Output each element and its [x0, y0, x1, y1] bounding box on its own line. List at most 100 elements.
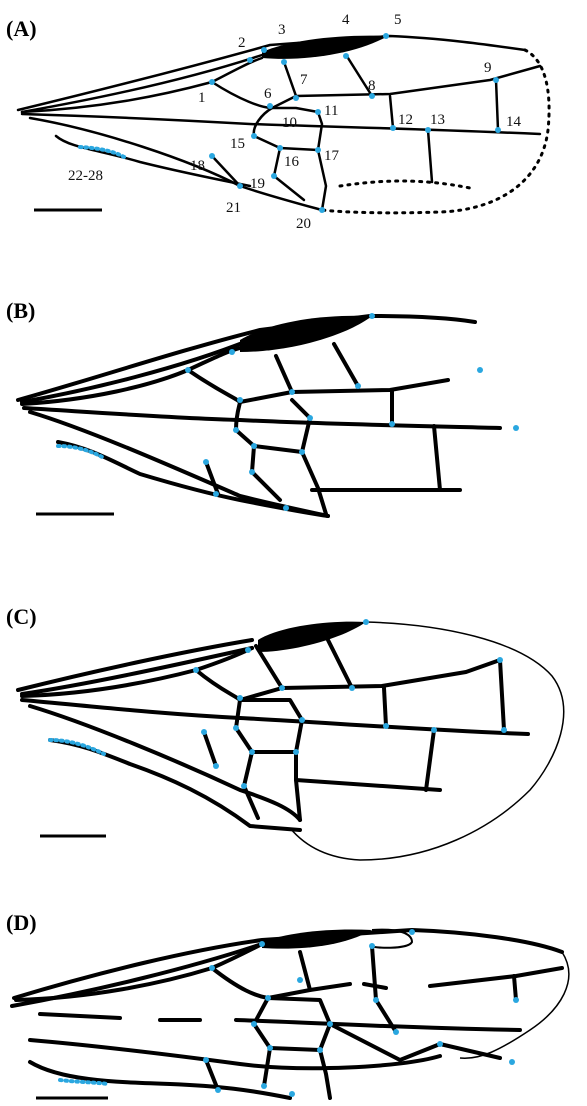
landmark-dot — [209, 153, 215, 159]
landmark-label-2: 2 — [238, 35, 246, 51]
landmark-dot — [209, 965, 215, 971]
crossvein — [188, 370, 240, 402]
crossvein-7 — [284, 62, 296, 96]
landmark-dot — [293, 749, 299, 755]
landmark-dot — [233, 725, 239, 731]
landmark-dot — [409, 929, 415, 935]
landmark-dot — [289, 389, 295, 395]
landmark-dot — [215, 1087, 221, 1093]
crossvein — [426, 730, 434, 790]
crossvein — [500, 660, 504, 730]
landmark-label-9: 9 — [484, 60, 492, 76]
cubital-vein — [30, 412, 328, 516]
landmark-dot — [281, 59, 287, 65]
median-vein — [236, 1020, 520, 1030]
subcostal-vein — [22, 340, 250, 402]
landmark-dot — [261, 1083, 267, 1089]
landmark-dot — [369, 313, 375, 319]
landmark-dot — [319, 207, 325, 213]
landmark-dot — [259, 941, 265, 947]
landmark-label-19: 19 — [250, 176, 265, 192]
landmark-dot — [237, 183, 243, 189]
landmark-dot — [229, 349, 235, 355]
landmark-label-20: 20 — [296, 216, 311, 232]
landmark-dot — [267, 1045, 273, 1051]
crossvein — [256, 646, 282, 688]
crossvein-19 — [274, 176, 304, 200]
crossvein — [300, 952, 310, 990]
landmark-dot — [477, 367, 483, 373]
landmark-dot — [493, 77, 499, 83]
landmark-dot — [299, 449, 305, 455]
landmark-dot — [249, 749, 255, 755]
landmark-label-3: 3 — [278, 22, 286, 38]
crossvein — [212, 968, 268, 998]
crossvein — [334, 344, 358, 386]
landmark-label-12: 12 — [398, 112, 413, 128]
landmark-dot — [327, 1021, 333, 1027]
landmark-dot — [233, 427, 239, 433]
landmark-label-8: 8 — [368, 78, 376, 94]
landmark-dot — [390, 125, 396, 131]
crossvein-12 — [390, 96, 393, 128]
landmark-label-6: 6 — [264, 86, 272, 102]
landmark-label-11: 11 — [324, 103, 338, 119]
anal-vein — [30, 1062, 290, 1098]
cubital-vein — [30, 1040, 440, 1068]
landmark-dot — [383, 33, 389, 39]
landmark-label-7: 7 — [300, 72, 308, 88]
landmark-dot — [373, 997, 379, 1003]
landmark-dot — [267, 103, 273, 109]
landmark-label-18: 18 — [190, 158, 205, 174]
panel-c-label: (C) — [6, 604, 37, 629]
radial-sector-segment — [430, 968, 562, 986]
landmark-dot — [513, 425, 519, 431]
cubital-vein — [30, 706, 300, 820]
discoidal-cell — [236, 400, 310, 452]
crossvein — [244, 786, 258, 818]
subcostal-vein — [22, 55, 262, 112]
landmark-dot — [355, 383, 361, 389]
landmark-dot — [213, 491, 219, 497]
landmark-dot — [251, 133, 257, 139]
landmark-dot — [363, 619, 369, 625]
landmark-dot — [241, 783, 247, 789]
crossvein — [514, 976, 516, 1000]
inner-margin-dotted — [340, 181, 470, 188]
radial-sector — [272, 66, 540, 108]
crossvein — [204, 732, 216, 766]
landmark-dot — [315, 147, 321, 153]
landmark-dot — [513, 997, 519, 1003]
landmark-dot — [389, 421, 395, 427]
crossvein — [206, 462, 218, 494]
stigma — [262, 930, 372, 949]
landmark-label-13: 13 — [430, 112, 445, 128]
panel-a: (A) — [6, 12, 549, 232]
landmark-dot — [265, 995, 271, 1001]
landmark-dot — [251, 443, 257, 449]
landmark-dot — [501, 727, 507, 733]
landmark-dot — [383, 723, 389, 729]
median-vein — [24, 408, 500, 428]
crossvein — [252, 446, 254, 472]
panel-d-label: (D) — [6, 910, 37, 935]
radial-sector — [240, 380, 448, 402]
landmark-dot — [497, 657, 503, 663]
crossvein-16 — [274, 148, 280, 176]
landmark-dot — [237, 695, 243, 701]
panel-d: (D) — [6, 910, 569, 1098]
landmark-dot — [247, 57, 253, 63]
landmark-dot — [289, 1091, 295, 1097]
crossvein-13 — [428, 130, 432, 182]
crossvein — [252, 472, 280, 500]
panel-d-landmarks — [60, 929, 519, 1097]
landmark-label-21: 21 — [226, 200, 241, 216]
crossvein — [384, 688, 386, 726]
wing-margin-dotted — [322, 50, 549, 213]
landmark-dot — [245, 647, 251, 653]
landmark-dot — [349, 685, 355, 691]
landmark-label-14: 14 — [506, 114, 522, 130]
panel-c: (C) — [6, 604, 564, 860]
landmark-dot — [279, 685, 285, 691]
